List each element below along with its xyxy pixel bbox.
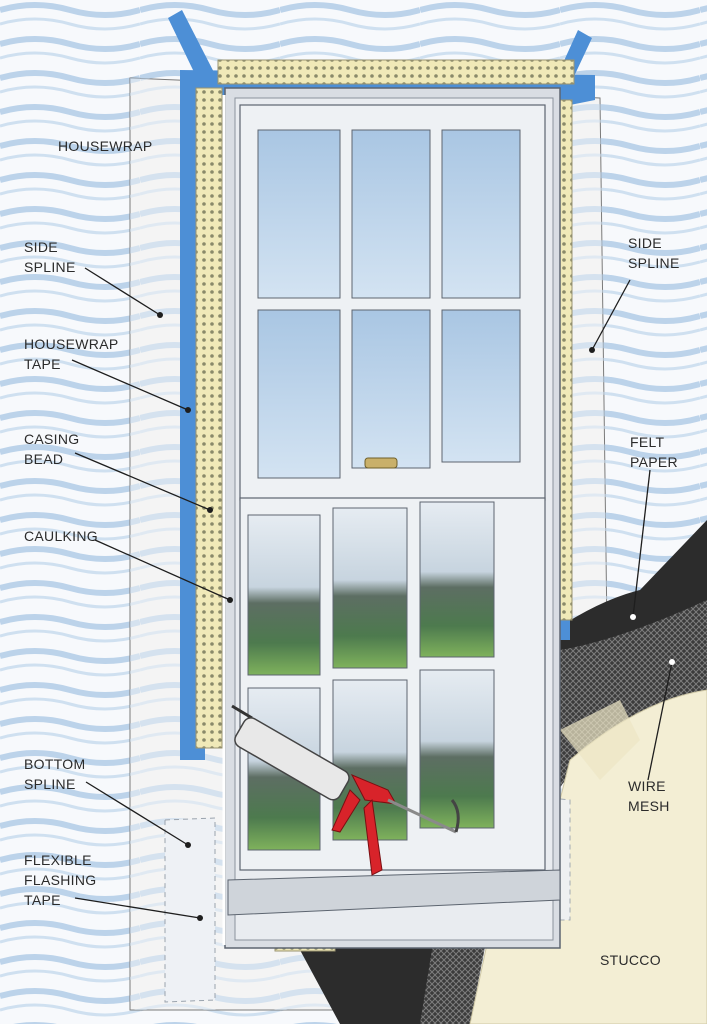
leader-felt-paper [632, 469, 651, 618]
leader-lines [71, 267, 673, 919]
stucco-shade [560, 700, 640, 780]
leader-bottom-spline [85, 781, 189, 846]
window-sill [227, 869, 561, 916]
label-wire-mesh-line1: WIRE [628, 778, 666, 794]
label-felt-paper-line2: PAPER [630, 454, 678, 470]
label-felt-paper-line1: FELT [630, 434, 665, 450]
housewrap-tape-flap-left [168, 10, 222, 95]
leader-side-spline-right [591, 279, 631, 351]
casing-bead-left [195, 87, 223, 749]
casing-bead-top [217, 59, 575, 85]
upper-sash-panes [257, 129, 521, 479]
label-casing-bead-line1: CASING [24, 431, 79, 447]
leader-flexible-flashing-tape [74, 897, 201, 919]
sash-lock [364, 457, 398, 469]
wire-mesh [420, 600, 707, 1024]
label-housewrap: HOUSEWRAP [58, 138, 153, 154]
label-flexible-flashing-tape-line2: FLASHING [24, 872, 96, 888]
label-side-spline-right-line2: SPLINE [628, 255, 680, 271]
label-bottom-spline-line1: BOTTOM [24, 756, 85, 772]
label-caulking: CAULKING [24, 528, 98, 544]
label-housewrap-tape-line1: HOUSEWRAP [24, 336, 119, 352]
leader-casing-bead [74, 452, 211, 511]
caulk-gun [231, 704, 460, 876]
label-stucco: STUCCO [600, 952, 661, 968]
leader-housewrap-tape [71, 359, 189, 411]
label-side-spline-left-line1: SIDE [24, 239, 58, 255]
label-casing-bead-line2: BEAD [24, 451, 63, 467]
leader-dots [157, 312, 675, 921]
label-side-spline-right-line1: SIDE [628, 235, 662, 251]
leader-caulking [94, 539, 231, 601]
label-wire-mesh-line2: MESH [628, 798, 670, 814]
label-side-spline-left-line2: SPLINE [24, 259, 76, 275]
label-flexible-flashing-tape-line1: FLEXIBLE [24, 852, 92, 868]
casing-bead-right [559, 99, 573, 621]
flexible-flashing-tape-left [164, 817, 216, 1003]
label-flexible-flashing-tape-line3: TAPE [24, 892, 61, 908]
leader-side-spline-left [84, 267, 161, 316]
leader-wire-mesh [647, 661, 673, 781]
label-bottom-spline-line2: SPLINE [24, 776, 76, 792]
label-housewrap-tape-line2: TAPE [24, 356, 61, 372]
